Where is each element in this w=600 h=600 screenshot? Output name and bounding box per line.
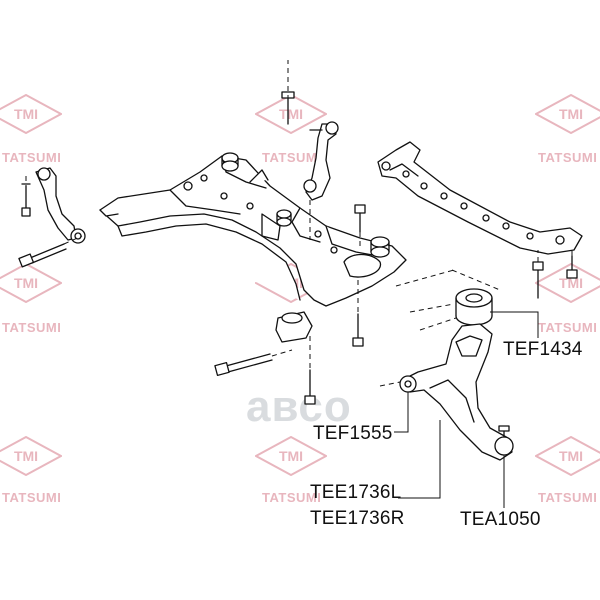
part-label-tef1434: TEF1434 [503,339,583,360]
assembly-line [379,381,401,387]
tmi-logo-watermark: TMI [533,93,600,135]
tmi-logo-watermark: TMI [533,262,600,304]
bolt-center-lower [352,313,364,347]
tmi-logo-watermark: TMI [0,93,64,135]
tmi-logo-watermark: TMI [0,435,64,477]
tatsumi-watermark: TATSUMI [538,150,598,165]
tmi-logo-watermark: TMI [253,435,329,477]
lower-control-arm [399,323,513,461]
assembly-line [63,235,83,245]
tmi-logo-text: TMI [559,275,583,291]
assembly-line [395,269,455,287]
bolt-left-long [18,243,67,268]
bolt-center-upper [354,204,366,233]
tatsumi-watermark: TATSUMI [2,490,62,505]
tmi-logo-watermark: TMI [253,93,329,135]
tmi-logo-text: TMI [14,275,38,291]
tatsumi-watermark: TATSUMI [538,320,598,335]
tatsumi-watermark: TATSUMI [262,490,322,505]
tmi-logo-text: TMI [14,448,38,464]
tmi-logo-watermark: TMI [0,262,64,304]
stabilizer-link-left [35,167,86,244]
tmi-logo-text: TMI [14,106,38,122]
part-label-tea1050: TEA1050 [460,509,541,530]
subframe [99,155,407,307]
bolt-beam-right [532,255,578,299]
rear-brace-beam [377,141,583,255]
part-label-tef1555: TEF1555 [313,423,393,444]
subframe-mount-right [370,236,390,258]
tmi-logo-text: TMI [559,448,583,464]
bushing-tef1434 [455,288,493,326]
stabilizer-link-center [281,91,339,201]
tatsumi-watermark: TATSUMI [2,320,62,335]
tmi-logo-text: TMI [559,106,583,122]
part-label-tee1736l: TEE1736L [310,482,402,503]
subframe-mount-upper [221,152,239,172]
part-label-tee1736r: TEE1736R [310,508,405,529]
leader-line-tef1555 [394,392,409,433]
leader-line-tef1434 [490,311,539,338]
subframe-mount-center [276,209,292,227]
bolt-long-lower-left [214,353,273,377]
assembly-line [419,317,457,331]
assembly-line [451,269,501,291]
subframe-mount-lower [275,311,313,343]
tmi-logo-text: TMI [279,106,303,122]
assembly-line [271,349,293,357]
abco-watermark: авсо [246,382,352,431]
leader-line-tee1736 [398,420,441,499]
tatsumi-watermark: TATSUMI [262,150,322,165]
tatsumi-watermark: TATSUMI [538,490,598,505]
ball-joint-tea1050 [494,425,514,456]
tmi-logo-text: TMI [279,448,303,464]
tatsumi-watermark: TATSUMI [2,150,62,165]
tmi-logo-watermark: TMI [533,435,600,477]
assembly-line [409,303,455,313]
bolt-bottom [304,369,316,405]
